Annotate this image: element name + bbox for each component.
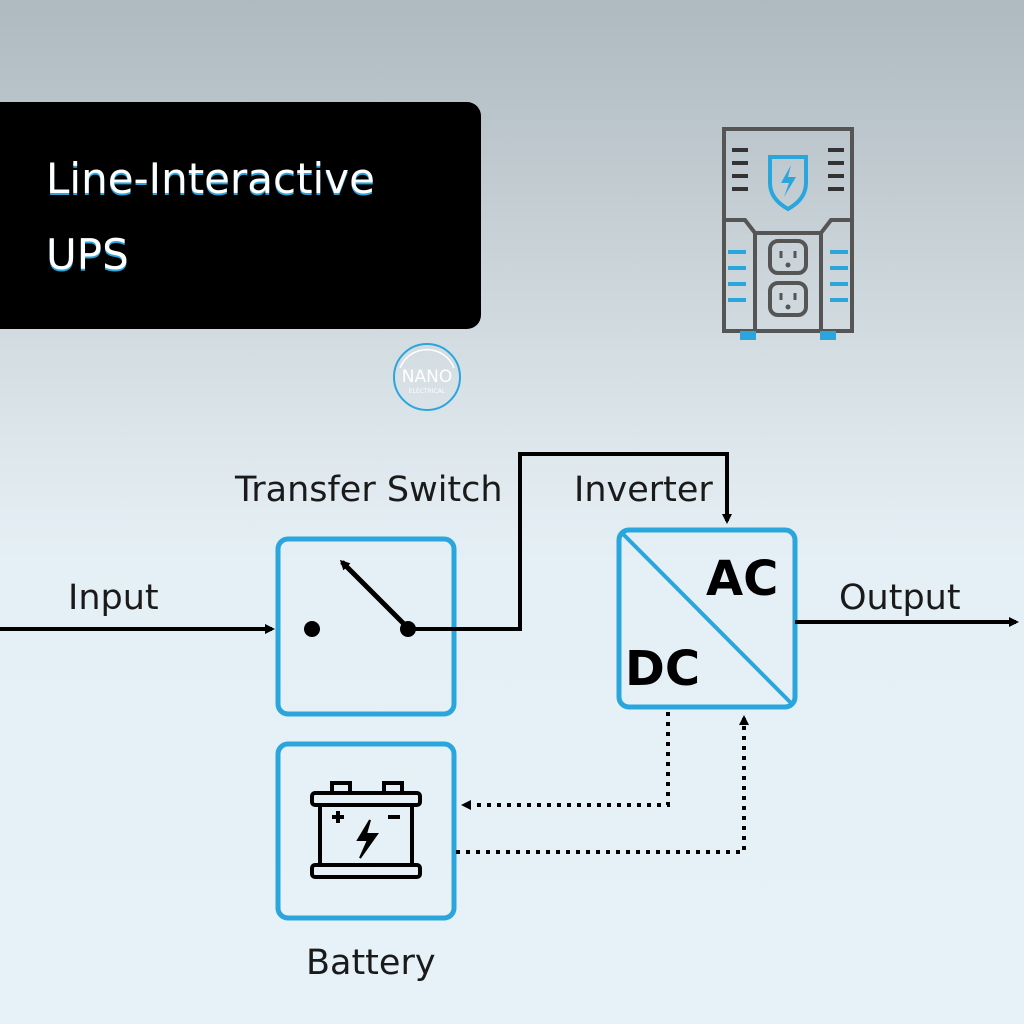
title-card: Line-Interactive UPS NANO ELECTRICAL [0, 102, 481, 411]
battery-icon [310, 781, 422, 879]
inverter-diagonal [619, 530, 795, 707]
battery-box [275, 741, 457, 921]
transfer-switch-box [275, 536, 457, 717]
inverter-to-battery-dotted-line [461, 712, 670, 810]
outlet-icon [768, 281, 808, 317]
transfer-switch-label: Transfer Switch [235, 470, 503, 510]
switch-to-inverter-line [408, 452, 732, 631]
inverter-label: Inverter [574, 470, 713, 510]
output-label: Output [839, 578, 961, 618]
title-line-1: Line-Interactive [46, 154, 375, 203]
battery-label: Battery [306, 943, 436, 983]
nano-electrical-logo: NANO ELECTRICAL [393, 343, 461, 411]
switch-contact-left [304, 621, 320, 637]
lightning-icon [356, 819, 379, 859]
ups-device-icon [722, 127, 854, 340]
shield-lightning-icon [768, 155, 808, 212]
input-label: Input [68, 578, 159, 618]
battery-to-inverter-dotted-line [456, 715, 749, 854]
title-line-2: UPS [46, 230, 129, 279]
logo-name: NANO [402, 367, 452, 387]
outlet-icon [768, 239, 808, 275]
switch-lever [339, 559, 406, 626]
dc-label: DC [625, 641, 700, 697]
ac-label: AC [706, 551, 778, 607]
inverter-box [616, 527, 798, 710]
logo-sub: ELECTRICAL [409, 388, 446, 395]
